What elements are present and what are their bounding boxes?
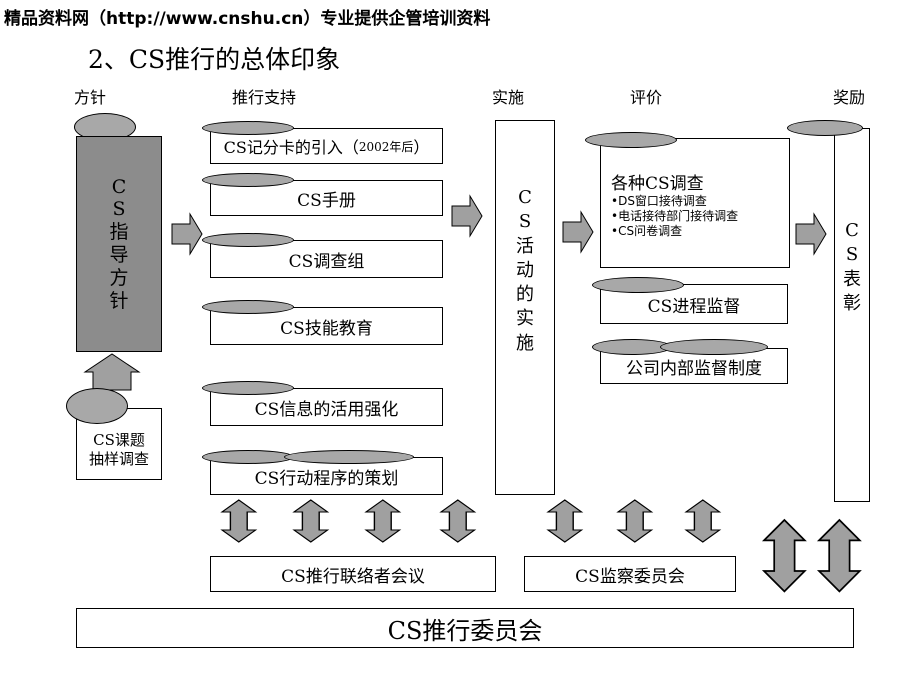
implement-char: 动: [516, 259, 534, 281]
implement-char: 的: [516, 284, 534, 306]
implement-box: C S 活 动 的 实 施: [495, 120, 555, 495]
watermark: 精品资料网（http://www.cnshu.cn）专业提供企管培训资料: [4, 9, 491, 29]
policy-char: 导: [109, 244, 129, 266]
progress-box: CS进程监督: [600, 284, 788, 324]
committee-label: CS推行委员会: [387, 616, 543, 645]
reward-char: 表: [843, 268, 861, 290]
surveys-item: •电话接待部门接待调查: [611, 209, 739, 223]
progress-oval: [592, 277, 684, 293]
header-support: 推行支持: [232, 88, 297, 107]
internal-oval-2: [660, 339, 768, 355]
policy-char: 指: [109, 221, 129, 244]
implement-char: S: [518, 211, 532, 233]
program-plan-label: CS行动程序的策划: [254, 468, 399, 489]
scorecard-oval: [202, 121, 294, 135]
manual-oval: [202, 173, 294, 187]
surveys-item: •CS问卷调查: [611, 224, 683, 238]
arrow-up-icon: [83, 353, 141, 391]
policy-char: S: [112, 198, 126, 221]
policy-box: C S 指 导 方 针: [76, 136, 162, 352]
surveys-oval: [585, 132, 677, 148]
survey-group-label: CS调查组: [288, 251, 365, 272]
policy-char: C: [111, 175, 127, 198]
policy-char: 方: [109, 266, 129, 289]
info-use-oval: [202, 381, 294, 395]
liaison-label: CS推行联络者会议: [281, 566, 425, 587]
implement-char: 施: [516, 332, 534, 354]
skill-education-oval: [202, 300, 294, 314]
implement-char: 实: [516, 308, 534, 330]
reward-char: C: [845, 220, 859, 241]
reward-char: 彰: [843, 292, 861, 314]
supervision-box: CS监察委员会: [524, 556, 736, 592]
survey-group-oval: [202, 233, 294, 247]
sample-survey-line: CS课题: [93, 430, 145, 449]
program-plan-oval-1: [202, 450, 294, 464]
scorecard-year: 2002年后: [358, 139, 414, 154]
scorecard-box: CS记分卡的引入（2002年后）: [210, 128, 443, 164]
surveys-title: 各种CS调查: [611, 174, 704, 194]
liaison-meeting-box: CS推行联络者会议: [210, 556, 496, 592]
sample-survey-line: 抽样调查: [88, 450, 149, 468]
scorecard-end: ）: [413, 138, 430, 157]
arrow-right-icon: [795, 213, 827, 255]
info-use-label: CS信息的活用强化: [254, 399, 399, 420]
committee-box: CS推行委员会: [76, 608, 854, 648]
implement-char: C: [518, 187, 532, 208]
reward-box: C S 表 彰: [834, 128, 870, 502]
sample-survey-oval: [66, 388, 128, 424]
surveys-box: 各种CS调查 •DS窗口接待调查 •电话接待部门接待调查 •CS问卷调查: [600, 138, 790, 268]
page-title: 2、CS推行的总体印象: [88, 45, 341, 74]
arrow-right-icon: [451, 195, 483, 237]
header-implement: 实施: [492, 88, 525, 107]
header-evaluate: 评价: [630, 88, 663, 107]
arrow-right-icon: [171, 213, 203, 255]
skill-education-label: CS技能教育: [280, 318, 373, 339]
internal-label: 公司内部监督制度: [626, 358, 762, 379]
info-use-box: CS信息的活用强化: [210, 388, 443, 426]
arrow-right-icon: [562, 211, 594, 253]
implement-char: 活: [516, 235, 534, 257]
progress-label: CS进程监督: [647, 296, 741, 317]
surveys-item: •DS窗口接待调查: [611, 194, 707, 208]
reward-char: S: [845, 244, 859, 266]
reward-oval: [787, 120, 863, 136]
header-reward: 奖励: [833, 88, 866, 107]
program-plan-oval-2: [284, 450, 414, 464]
supervision-label: CS监察委员会: [575, 566, 685, 587]
header-policy: 方针: [74, 88, 107, 107]
scorecard-label: CS记分卡的引入（: [223, 138, 359, 157]
policy-char: 针: [109, 289, 129, 312]
manual-label: CS手册: [297, 190, 356, 211]
